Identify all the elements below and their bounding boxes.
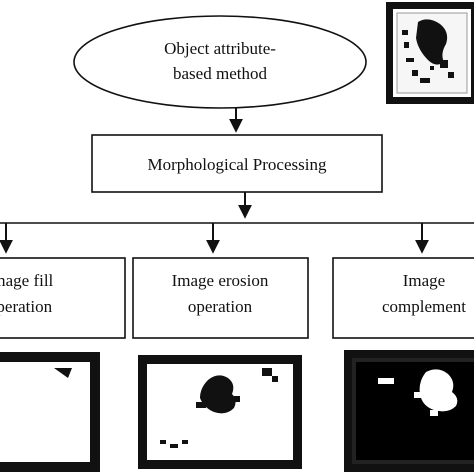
root-label-line2: based method (173, 64, 267, 83)
thumbnail-complement-result (344, 350, 474, 472)
operation-erosion-line1: Image erosion (172, 271, 269, 290)
thumbnail-fill-result (0, 352, 100, 472)
operation-fill-line1: Image fill (0, 271, 54, 290)
process-box (91, 134, 383, 193)
root-ellipse (73, 15, 367, 109)
process-node: Morphological Processing (91, 134, 383, 193)
process-label: Morphological Processing (148, 155, 327, 174)
operation-complement-box (332, 257, 474, 339)
operation-erosion-node: Image erosion operation (132, 257, 309, 339)
operation-fill-box (0, 257, 126, 339)
operation-fill-node: Image fill operation (0, 257, 126, 339)
operation-fill-line2: operation (0, 297, 53, 316)
operation-erosion-box (132, 257, 309, 339)
thumbnail-top-right (386, 2, 474, 104)
operation-complement-line2: complement (382, 297, 466, 316)
operation-complement-line1: Image (403, 271, 445, 290)
thumbnail-erosion-result (138, 355, 302, 469)
operation-complement-node: Image complement (332, 257, 474, 339)
root-node: Object attribute- based method (73, 15, 367, 109)
root-label-line1: Object attribute- (164, 39, 276, 58)
operation-erosion-line2: operation (188, 297, 253, 316)
